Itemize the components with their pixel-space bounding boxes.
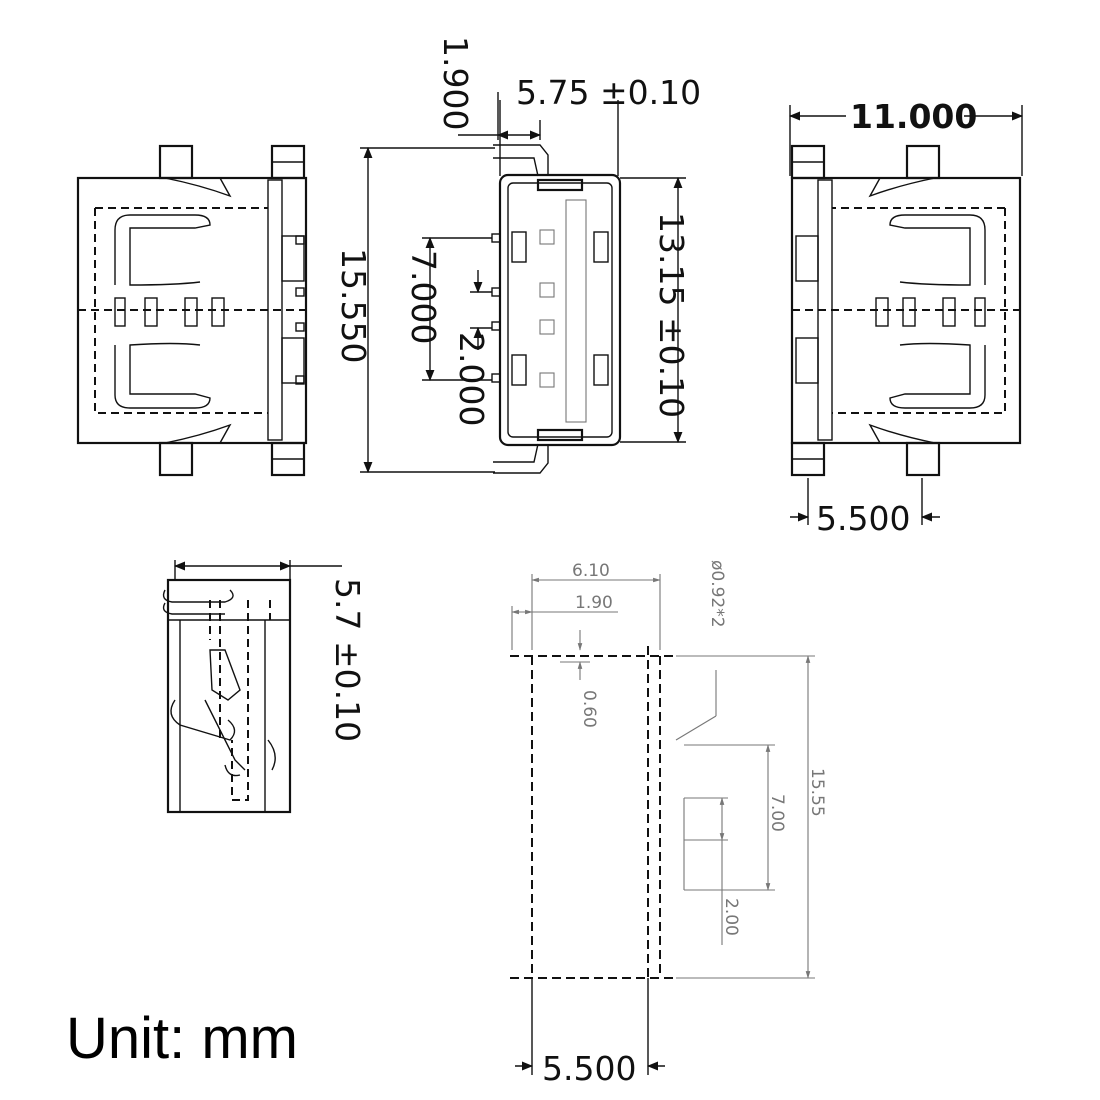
fp-pad-size-dim: 0.60 — [579, 690, 599, 728]
front-pin-span-dim: 7.000 — [404, 250, 443, 344]
left-side-view — [76, 144, 308, 477]
front-view — [360, 92, 686, 474]
fp-width-dim: 5.500 — [542, 1049, 636, 1088]
fp-outer-width-dim: 6.10 — [572, 561, 610, 581]
side-length-dim: 11.000 — [850, 97, 977, 136]
right-side-view — [788, 105, 1024, 525]
front-pin-pitch-dim: 2.000 — [452, 332, 491, 426]
fp-height-dim: 15.55 — [807, 768, 827, 817]
front-width-dim: 5.75 ±0.10 — [516, 73, 701, 112]
fp-hole-dim: ø0.92*2 — [707, 560, 727, 628]
unit-label: Unit: mm — [66, 1006, 298, 1071]
front-pitch-dim: 1.900 — [436, 36, 475, 130]
fp-pad-offset-dim: 1.90 — [575, 593, 613, 613]
end-thickness-dim: 5.7 ±0.10 — [328, 578, 367, 742]
fp-pin-span-dim: 7.00 — [767, 794, 787, 832]
front-inner-height-dim: 13.15 ±0.10 — [652, 212, 691, 418]
side-pin-offset-dim: 5.500 — [816, 499, 910, 538]
pcb-footprint — [510, 574, 815, 1075]
front-height-dim: 15.550 — [334, 248, 373, 363]
fp-pin-pitch-dim: 2.00 — [721, 898, 741, 936]
end-view — [162, 560, 342, 814]
length-dim-bg — [846, 94, 964, 134]
